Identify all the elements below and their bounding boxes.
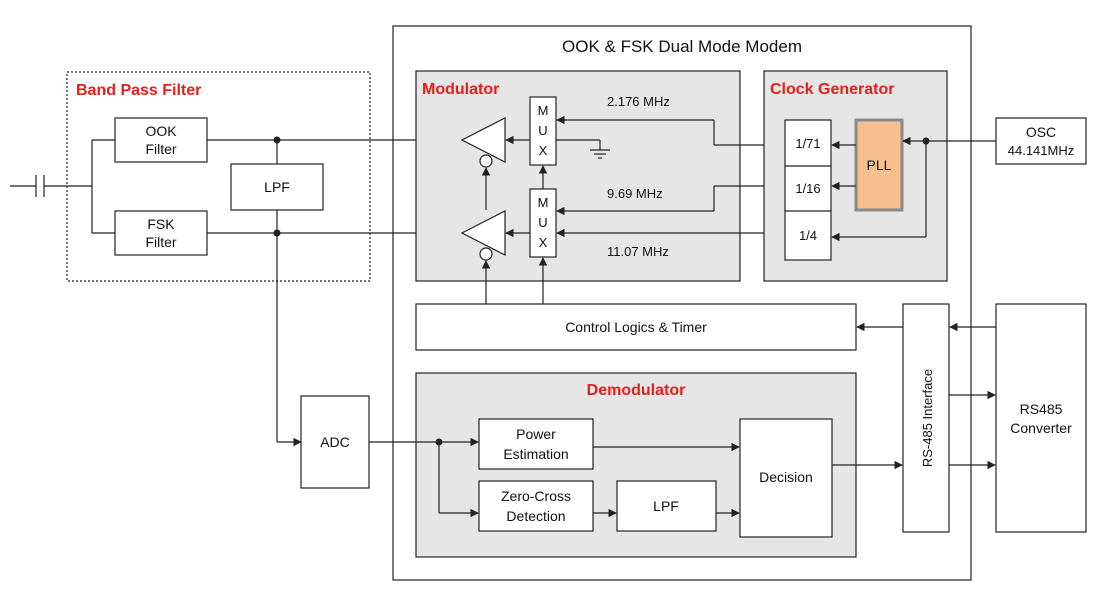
zero-cross-box [478,480,594,532]
adc-output-line [369,437,479,518]
band-pass-filter-title: Band Pass Filter [76,82,201,99]
control-logic-box [415,303,857,351]
mux-top-letter-1: M [538,103,549,118]
ground-icon [556,139,610,159]
buffer-top-icon [460,117,506,168]
fsk-filter-label-2: Filter [145,234,176,250]
rs485-converter-label-1: RS485 [1020,401,1063,417]
filter-input-wires [91,139,115,234]
rs485-interface-box [902,303,950,533]
demod-lpf-box [616,480,717,532]
demod-lpf-label: LPF [653,498,679,514]
fsk-filter-box [114,210,208,256]
ook-filter-label-1: OOK [145,123,177,139]
fsk-filter-label-1: FSK [147,216,175,232]
pll-label: PLL [867,157,892,173]
freq-2176: 2.176 MHz [607,94,670,109]
clock-generator-title: Clock Generator [770,81,894,98]
freq-969: 9.69 MHz [607,186,663,201]
mux-bottom-letter-3: X [539,235,548,250]
rs485-converter-label-2: Converter [1010,420,1072,436]
decision-box [739,418,833,538]
mux-top-letter-2: U [538,123,547,138]
bpf-lpf-box [230,163,324,211]
zero-cross-label-2: Detection [506,508,565,524]
adc-label: ADC [320,434,350,450]
modulator-title: Modulator [422,81,499,98]
power-estimation-box [478,418,594,470]
capacitor-icon [10,175,92,197]
modulator-panel [415,70,741,282]
mux-bottom [529,188,557,258]
mux-bottom-letter-1: M [538,195,549,210]
osc-freq: 44.141MHz [1008,143,1074,158]
modem-title: OOK & FSK Dual Mode Modem [562,37,802,56]
demodulator-title: Demodulator [587,382,686,399]
osc-label: OSC [1026,124,1056,140]
power-estimation-label-2: Estimation [503,446,568,462]
divider-16: 1/16 [795,181,820,196]
freq-1107: 11.07 MHz [607,244,669,259]
zero-cross-label-1: Zero-Cross [501,488,571,504]
osc-input-line [831,136,996,242]
ook-filter-box [114,117,208,163]
mux-top-letter-3: X [539,143,548,158]
control-logic-label: Control Logics & Timer [565,319,707,335]
divider-4: 1/4 [799,228,817,243]
adc-box [300,395,370,489]
rs485-converter-box [995,303,1087,533]
divider-stack [784,119,832,261]
buffer-bottom-icon [460,210,506,261]
rs485-interface-label: RS-485 Interface [920,369,935,467]
mux-bottom-letter-2: U [538,215,547,230]
ook-filter-label-2: Filter [145,141,176,157]
power-estimation-label-1: Power [516,426,556,442]
divider-71: 1/71 [795,136,820,151]
band-pass-filter-group [66,71,371,282]
mux-top [529,96,557,166]
pll-box [854,118,904,212]
bpf-lpf-label: LPF [264,179,290,195]
osc-box [995,117,1087,165]
decision-label: Decision [759,469,813,485]
